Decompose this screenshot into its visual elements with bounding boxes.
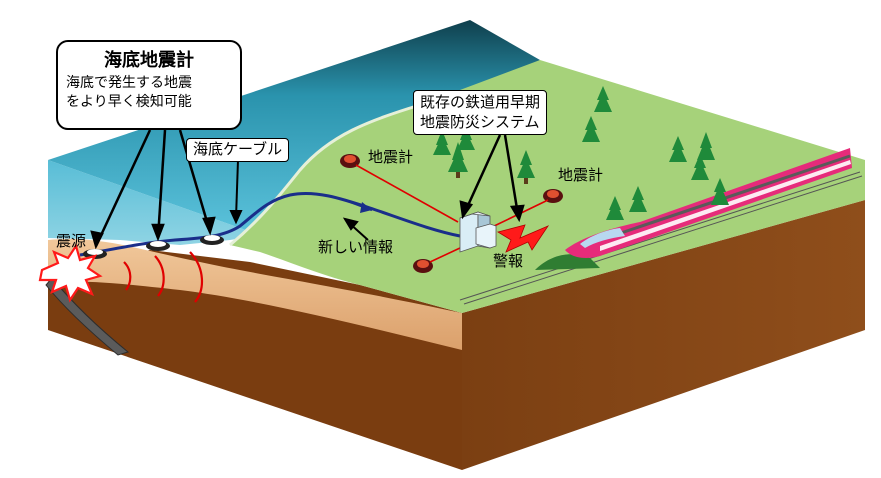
cable-label-pointer — [229, 159, 243, 225]
epicenter-burst-icon — [38, 243, 103, 303]
tunnel-mound — [535, 254, 600, 270]
callout-line-1: 海底で発生する地震 — [66, 75, 192, 91]
seafloor-cable-text: 海底ケーブル — [193, 140, 283, 158]
seismometer-icon — [340, 154, 563, 273]
railway-track — [459, 171, 863, 305]
building-icon — [459, 211, 497, 253]
seafloor-seismometer-2 — [146, 241, 170, 251]
lightning-bolt-icon — [496, 224, 550, 253]
new-info-pointer — [342, 217, 369, 241]
seafloor-seismometer-3 — [200, 235, 224, 245]
fault-plane — [45, 277, 130, 356]
callout-pointers — [90, 129, 216, 250]
seismometer-left-label: 地震計 — [368, 148, 414, 166]
sea-surface — [48, 20, 540, 235]
seismometer-right-label: 地震計 — [558, 166, 604, 184]
bullet-train-icon — [565, 148, 852, 258]
epicenter-label: 震源 — [56, 232, 87, 250]
seafloor-cable-label: 海底ケーブル — [186, 138, 290, 162]
earth-strata — [48, 239, 462, 350]
info-flow-arrowhead — [360, 202, 372, 213]
system-label: 既存の鉄道用早期 地震防災システム — [413, 90, 548, 135]
seismic-wave-icon — [123, 251, 203, 303]
callout-line-2: をより早く検知可能 — [66, 93, 192, 110]
new-information-label: 新しい情報 — [318, 238, 394, 256]
system-pointers — [459, 134, 525, 223]
seafloor-seismometer-callout: 海底地震計 海底で発生する地震 をより早く検知可能 — [56, 40, 242, 130]
earth-block-right-face — [462, 200, 865, 470]
warning-label: 警報 — [493, 252, 524, 270]
land-surface — [230, 60, 865, 313]
callout-title: 海底地震計 — [104, 50, 194, 71]
tree-icon — [433, 86, 729, 220]
coastline — [229, 103, 421, 247]
system-line-1: 既存の鉄道用早期 — [420, 93, 541, 111]
system-line-2: 地震防災システム — [420, 112, 540, 131]
